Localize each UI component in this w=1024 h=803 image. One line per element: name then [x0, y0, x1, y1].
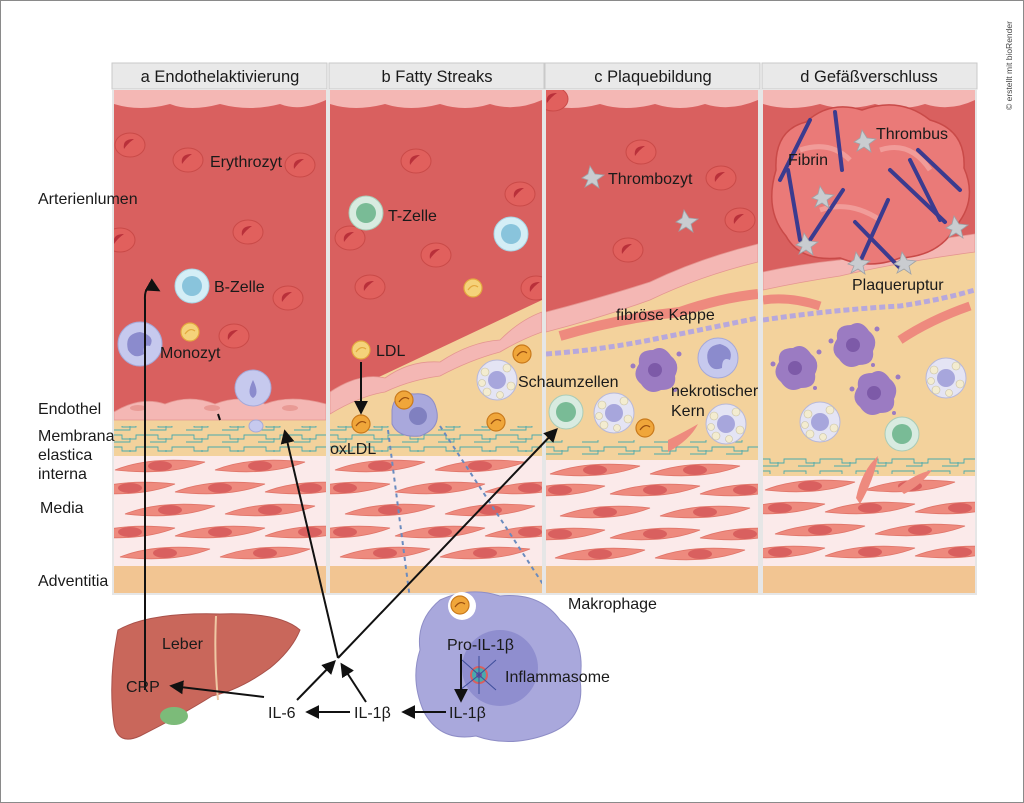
panel-d: [763, 90, 975, 593]
panel-title-c: c Plaquebildung: [594, 68, 711, 86]
label-il6: IL-6: [268, 705, 296, 722]
panel-headers: a Endothelaktivierung b Fatty Streaks c …: [111, 62, 978, 90]
panel-a: [114, 90, 326, 593]
copyright-note: © erstellt mit bioRender: [1004, 21, 1014, 110]
signaling-arrows: [143, 278, 558, 719]
header-b: [328, 62, 545, 90]
label-il1b-secreted: IL-1β: [354, 705, 391, 722]
label-fibroese-kappe: fibröse Kappe: [616, 307, 715, 324]
label-crp: CRP: [126, 679, 160, 696]
label-membrana-2: elastica: [38, 447, 92, 464]
fibrin-strands: [778, 110, 962, 270]
label-media: Media: [40, 500, 84, 517]
label-plaqueruptur: Plaqueruptur: [852, 277, 944, 294]
label-oxldl: oxLDL: [330, 441, 376, 458]
label-leber: Leber: [162, 636, 204, 653]
header-c: [544, 62, 761, 90]
transmigrating-monocyte: [234, 369, 272, 433]
liver: [111, 613, 301, 740]
ldl-particle: [351, 340, 371, 360]
label-il1b: IL-1β: [449, 705, 486, 722]
label-fibrin: Fibrin: [788, 152, 828, 169]
label-membrana-3: interna: [38, 466, 87, 483]
label-b-zelle: B-Zelle: [214, 279, 265, 296]
label-adventitia: Adventitia: [38, 573, 108, 590]
panel-b: [330, 90, 542, 593]
label-makrophage: Makrophage: [568, 596, 657, 613]
panel-title-b: b Fatty Streaks: [382, 68, 493, 86]
header-d: [761, 62, 978, 90]
oxldl-particle: [351, 414, 371, 434]
label-endothel: Endothel: [38, 401, 101, 418]
label-nekrotischer: nekrotischer: [671, 383, 759, 400]
monocyte: [117, 321, 163, 367]
label-ldl: LDL: [376, 343, 405, 360]
label-monozyt: Monozyt: [160, 345, 221, 362]
label-thrombozyt: Thrombozyt: [608, 171, 693, 188]
panel-c: [546, 90, 758, 593]
label-t-zelle: T-Zelle: [388, 208, 437, 225]
macrophage-plaque: [697, 337, 739, 379]
label-kern: Kern: [671, 403, 705, 420]
t-cell: [348, 195, 384, 231]
macrophage-large: [415, 591, 582, 743]
panel-title-a: a Endothelaktivierung: [141, 68, 300, 86]
panel-title-d: d Gefäßverschluss: [800, 68, 938, 86]
lumen-a: [114, 90, 326, 420]
b-cell: [174, 268, 210, 304]
label-inflammasome: Inflammasome: [505, 669, 610, 686]
label-pro-il1b: Pro-IL-1β: [447, 637, 514, 654]
label-membrana-1: Membrana: [38, 428, 115, 445]
label-lumen: Arterienlumen: [38, 191, 138, 208]
label-thrombus: Thrombus: [876, 126, 948, 143]
label-schaumzellen: Schaumzellen: [518, 374, 619, 391]
label-erythrozyt: Erythrozyt: [210, 154, 283, 171]
